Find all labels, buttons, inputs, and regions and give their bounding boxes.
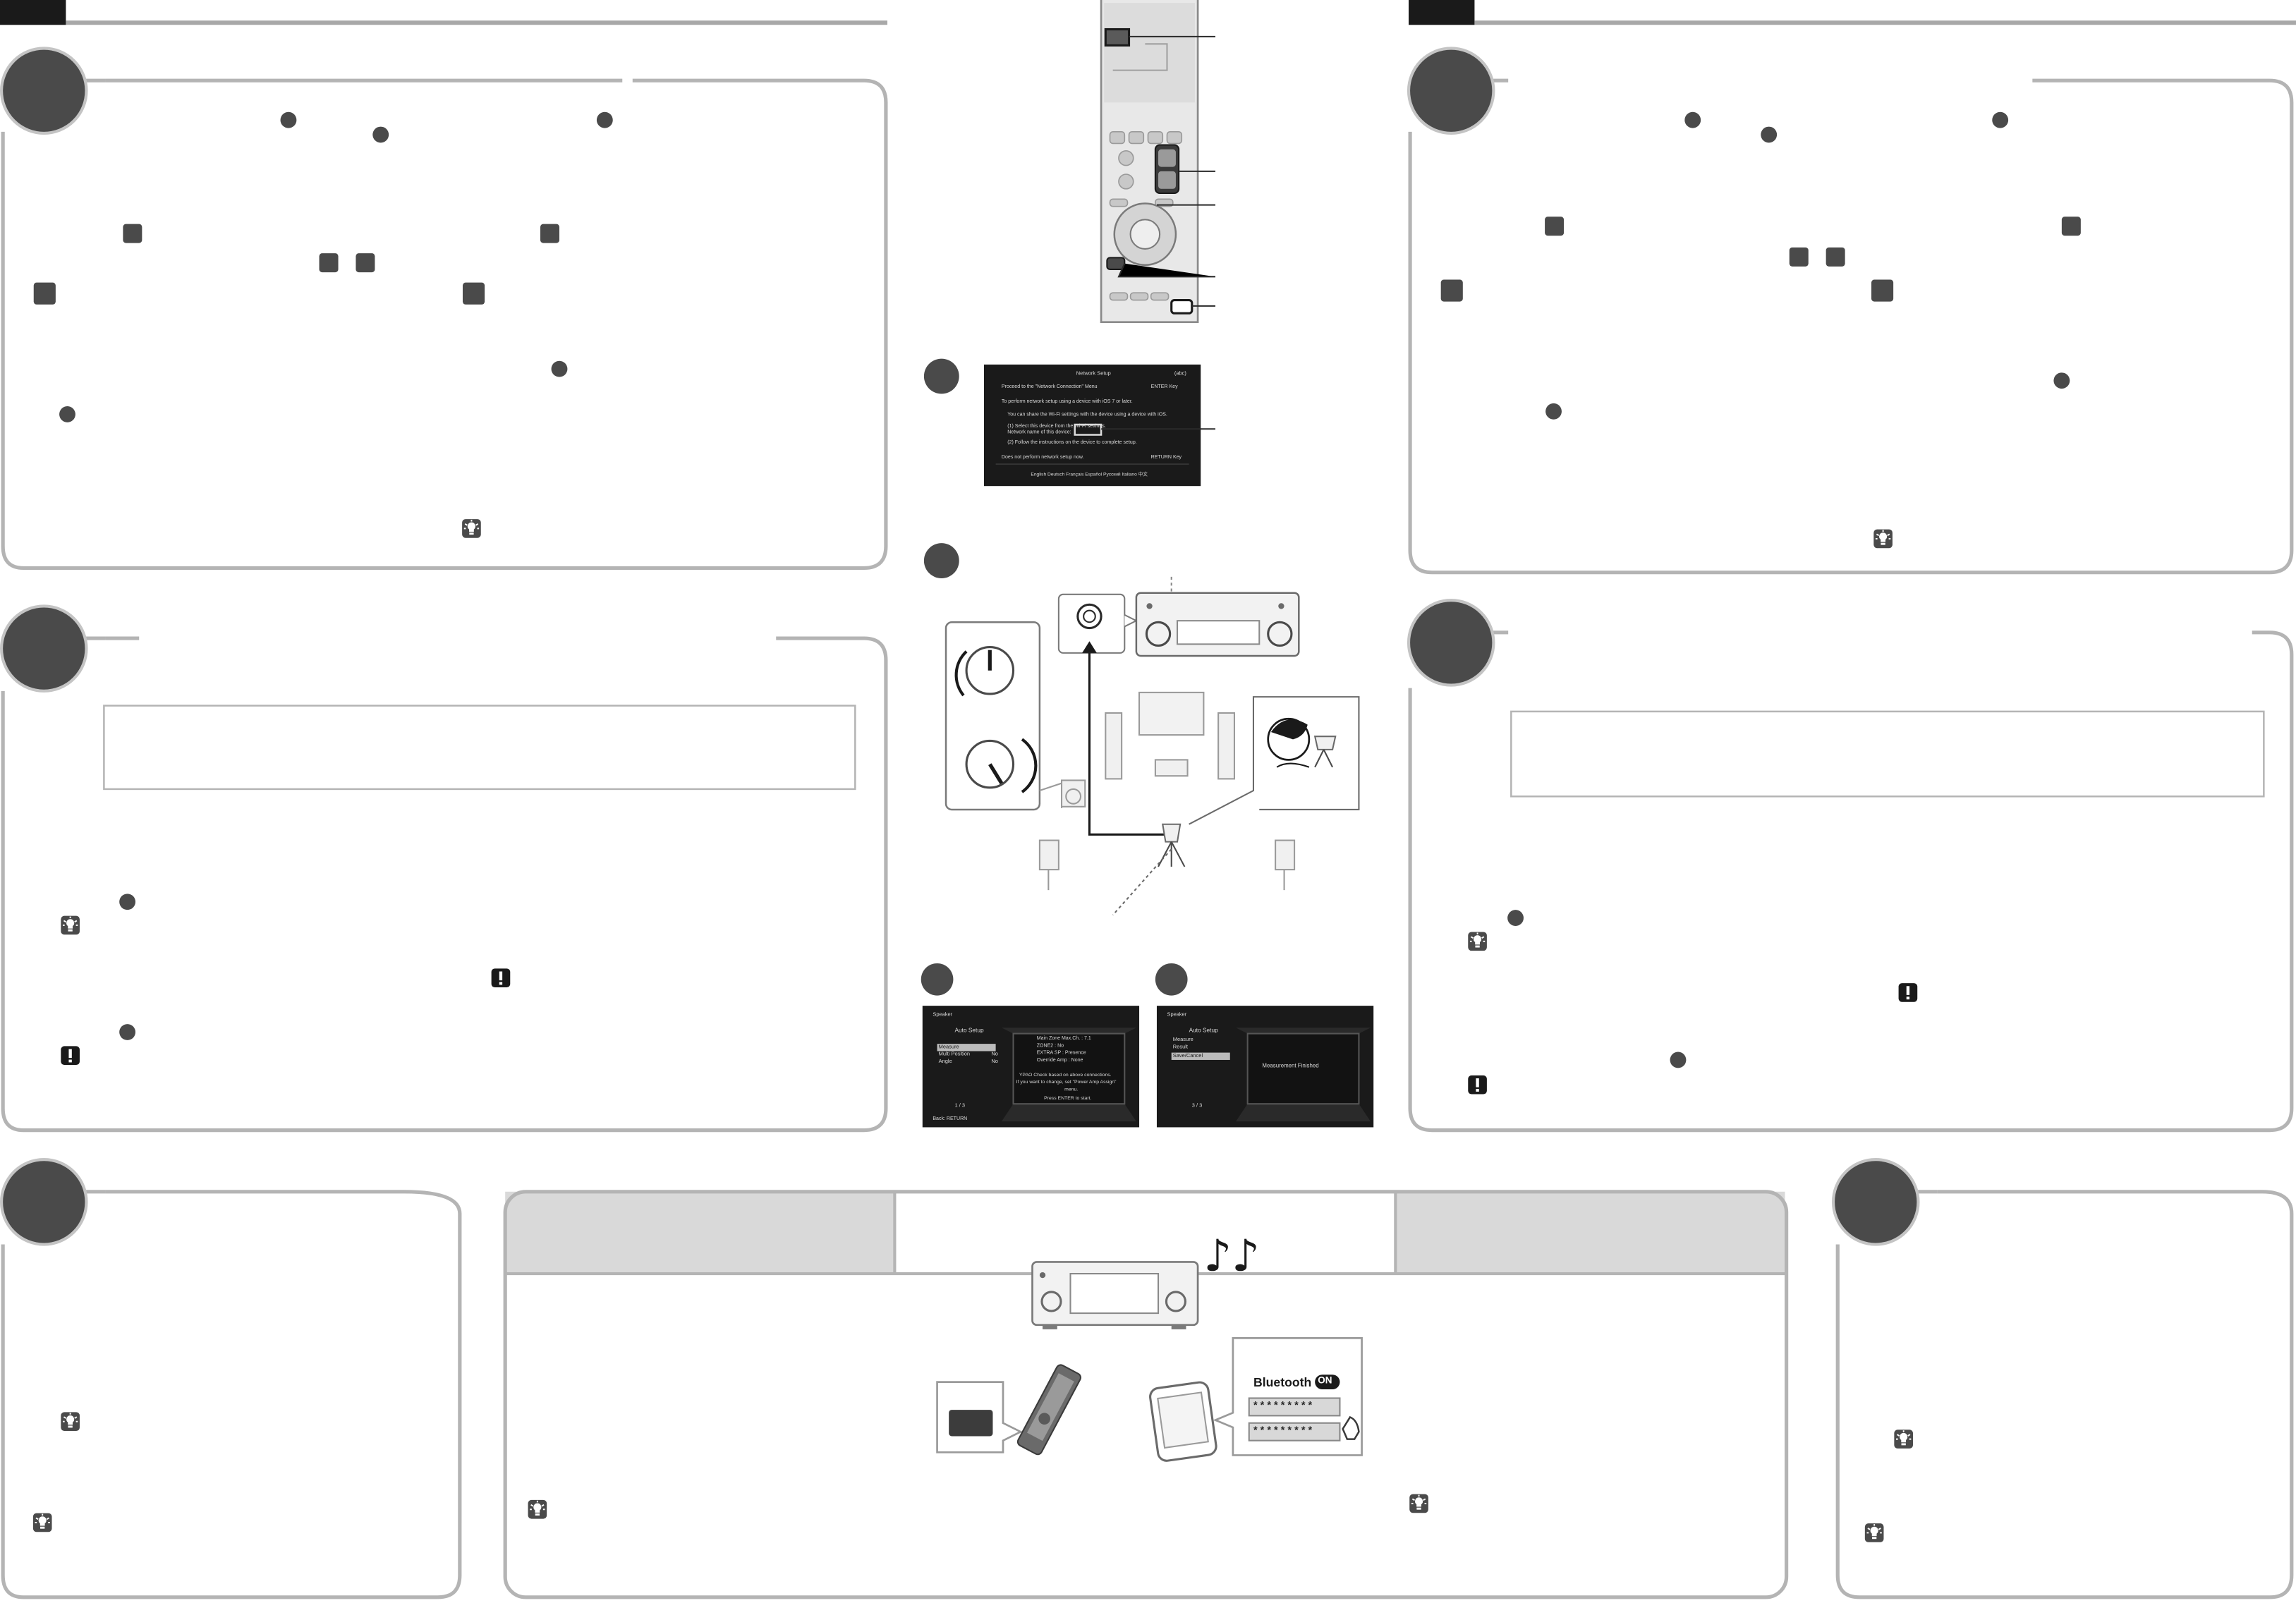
step-badge-1 — [0, 47, 88, 135]
osd-a-menu-value: No — [991, 1058, 998, 1065]
osd-network-title: Network Setup — [1076, 370, 1111, 377]
step-badge-6 — [1831, 1158, 1920, 1246]
panel-1-markers — [33, 111, 613, 422]
osd-b-message: Measurement Finished — [1262, 1063, 1319, 1069]
osd-network-line: You can share the Wi-Fi settings with th… — [1007, 411, 1167, 417]
osd-network-line: (2) Follow the instructions on the devic… — [1007, 439, 1137, 446]
receiver-icon — [1031, 1261, 1199, 1329]
caution-icon — [61, 1046, 80, 1066]
panel-5-markers — [1507, 910, 1687, 1068]
step-panel-3 — [1, 1190, 462, 1599]
osd-network-line: Proceed to the "Network Connection" Menu — [1001, 383, 1098, 390]
bluetooth-panel — [503, 1190, 1789, 1599]
bt-header-right — [1395, 1191, 1785, 1274]
osd-a-menu-item: Measure — [938, 1044, 959, 1050]
osd-network-key: ENTER Key — [1150, 383, 1178, 390]
osd-a-message: Override Amp : None — [1036, 1056, 1083, 1063]
hint-icon — [1409, 1493, 1429, 1514]
hint-icon — [461, 518, 482, 539]
osd-a-header: Speaker — [933, 1011, 953, 1018]
step-badge-4 — [1407, 47, 1495, 135]
bt-heading: Bluetooth — [1253, 1375, 1312, 1390]
osd-a-message: ZONE2 : No — [1036, 1042, 1064, 1049]
caution-icon — [1898, 983, 1918, 1002]
hint-icon — [1873, 528, 1893, 549]
osd-a-message: Press ENTER to start. — [1044, 1095, 1092, 1102]
hand-pointer-icon — [1342, 1415, 1360, 1440]
osd-network-line: To perform network setup using a device … — [1001, 398, 1133, 404]
remote-option-key — [1170, 299, 1193, 315]
remote-illustration — [1100, 0, 1215, 324]
step-panel-5 — [1408, 630, 2294, 1133]
osd-a-page: 1 / 3 — [954, 1102, 966, 1109]
page-tab-right — [1409, 0, 1475, 25]
osd-b-title: Auto Setup — [1189, 1026, 1218, 1034]
panel-4-markers — [1440, 111, 2081, 420]
osd-network-line: Does not perform network setup now. — [1001, 453, 1084, 460]
osd-a-menu-item: Angle — [938, 1058, 952, 1065]
bt-toggle[interactable] — [1315, 1375, 1340, 1390]
caution-icon — [1468, 1075, 1487, 1095]
osd-network-tag: (abc) — [1174, 370, 1186, 377]
hint-icon — [1893, 1429, 1914, 1449]
osd-a-message: EXTRA SP : Presence — [1036, 1049, 1086, 1056]
remote-setup-key — [1106, 257, 1126, 271]
osd-b-menu-item: Measure — [1172, 1036, 1193, 1043]
step-panel-1 — [1, 78, 888, 571]
caution-icon — [491, 968, 511, 988]
hint-icon — [32, 1512, 53, 1533]
step-panel-6 — [1835, 1190, 2294, 1599]
osd-a-footer: Back: RETURN — [933, 1115, 968, 1122]
music-notes-icon: ♪♪ — [1203, 1230, 1259, 1281]
step-badge-5 — [1407, 599, 1495, 687]
smartphone-icon — [1149, 1381, 1217, 1462]
osd-network-languages: English Deutsch Français Español Русский… — [1031, 471, 1148, 477]
hint-icon — [60, 1411, 80, 1432]
osd-b-selected-row — [1171, 1052, 1230, 1060]
osd-b-header: Speaker — [1167, 1011, 1187, 1018]
hint-icon — [1467, 931, 1488, 952]
hint-icon — [60, 915, 80, 936]
svg-text:♪♪: ♪♪ — [1203, 1230, 1259, 1281]
step-badge-osd-a — [921, 963, 954, 996]
osd-a-selected-row — [937, 1044, 996, 1052]
osd-a-message: If you want to change, set "Power Amp As… — [1016, 1078, 1117, 1085]
bt-header-left — [505, 1191, 895, 1274]
hint-icon — [527, 1499, 548, 1520]
bt-device-name: * * * * * * * * * — [1253, 1425, 1313, 1437]
ypao-setup-illustration — [944, 576, 1360, 916]
step-badge-network — [923, 358, 959, 394]
step-badge-osd-b — [1155, 963, 1188, 996]
osd-a-message: YPAO Check based on above connections. — [1019, 1071, 1112, 1078]
remote-icon — [936, 1364, 1081, 1456]
osd-network-line: (1) Select this device from the Wi-Fi se… — [1007, 422, 1106, 429]
step-panel-2 — [1, 636, 888, 1133]
osd-a-title: Auto Setup — [954, 1026, 984, 1034]
step-badge-2 — [0, 604, 88, 693]
osd-a-message: menu. — [1064, 1086, 1079, 1092]
bt-device-name: * * * * * * * * * — [1253, 1401, 1313, 1412]
note-box-2 — [103, 705, 856, 791]
page-tab-left — [0, 0, 66, 25]
bt-device-row[interactable] — [1248, 1422, 1341, 1442]
hint-icon — [1864, 1523, 1885, 1543]
osd-network-key: RETURN Key — [1150, 453, 1182, 460]
osd-a-message: Main Zone Max.Ch. : 7.1 — [1036, 1035, 1091, 1041]
osd-b-menu-item: Save/Cancel — [1172, 1052, 1203, 1059]
osd-b-menu-item: Result — [1172, 1044, 1188, 1050]
bt-toggle-label[interactable]: ON — [1318, 1376, 1332, 1386]
step-badge-ypao — [923, 543, 959, 578]
osd-a-menu-item: Multi Position — [938, 1051, 971, 1057]
osd-a-menu-value: No — [991, 1051, 998, 1057]
step-panel-4 — [1408, 78, 2294, 575]
panel-2-markers — [119, 894, 136, 1040]
bt-device-row[interactable] — [1248, 1397, 1341, 1417]
note-box-5 — [1510, 710, 2265, 798]
osd-b-page: 3 / 3 — [1191, 1102, 1203, 1109]
remote-input-key — [1104, 28, 1131, 47]
step-badge-3 — [0, 1158, 88, 1246]
osd-network-line: Network name of this device: — [1007, 429, 1071, 435]
